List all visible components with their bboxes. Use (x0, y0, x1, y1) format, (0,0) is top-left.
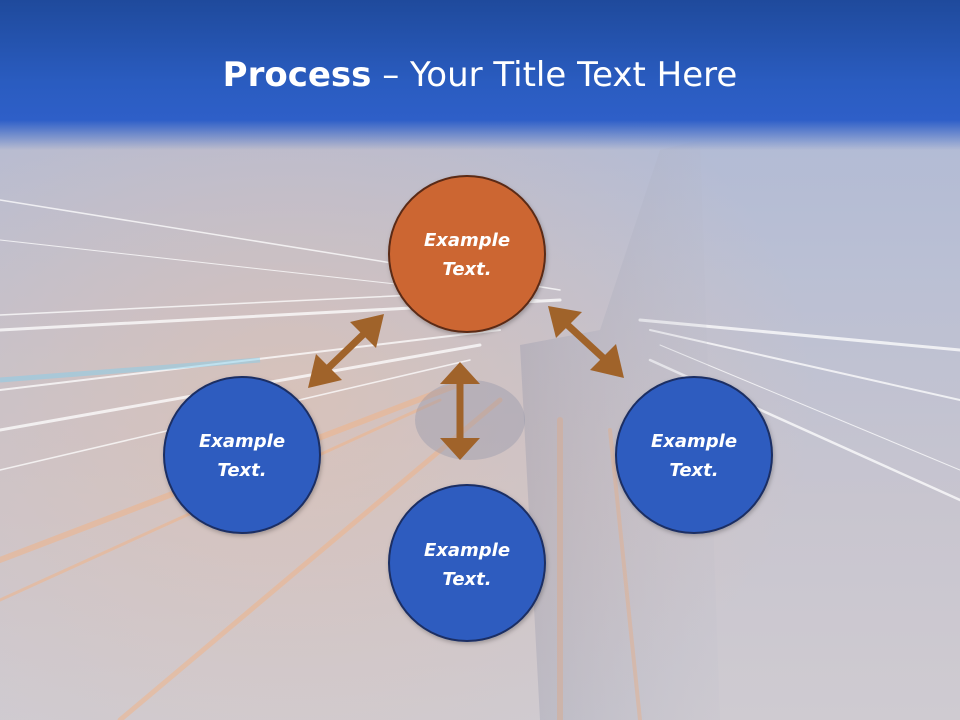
title-rest: Your Title Text Here (410, 55, 738, 95)
node-right-line1: Example (651, 431, 737, 452)
node-left: Example Text. (163, 376, 321, 534)
connector-top-right (548, 306, 624, 378)
title-bar: Process – Your Title Text Here (0, 0, 960, 150)
node-right-line2: Text. (669, 460, 718, 481)
node-left-line2: Text. (217, 460, 266, 481)
connector-top-left (308, 314, 384, 388)
node-top-line2: Text. (442, 259, 491, 280)
node-top: Example Text. (388, 175, 546, 333)
node-bottom-line1: Example (424, 540, 510, 561)
slide-title: Process – Your Title Text Here (0, 52, 960, 98)
node-bottom: Example Text. (388, 484, 546, 642)
node-bottom-line2: Text. (442, 569, 491, 590)
node-right: Example Text. (615, 376, 773, 534)
title-bold: Process (222, 55, 372, 95)
node-left-line1: Example (199, 431, 285, 452)
title-dash: – (371, 55, 411, 95)
connector-top-bottom (440, 362, 480, 460)
node-top-line1: Example (424, 230, 510, 251)
